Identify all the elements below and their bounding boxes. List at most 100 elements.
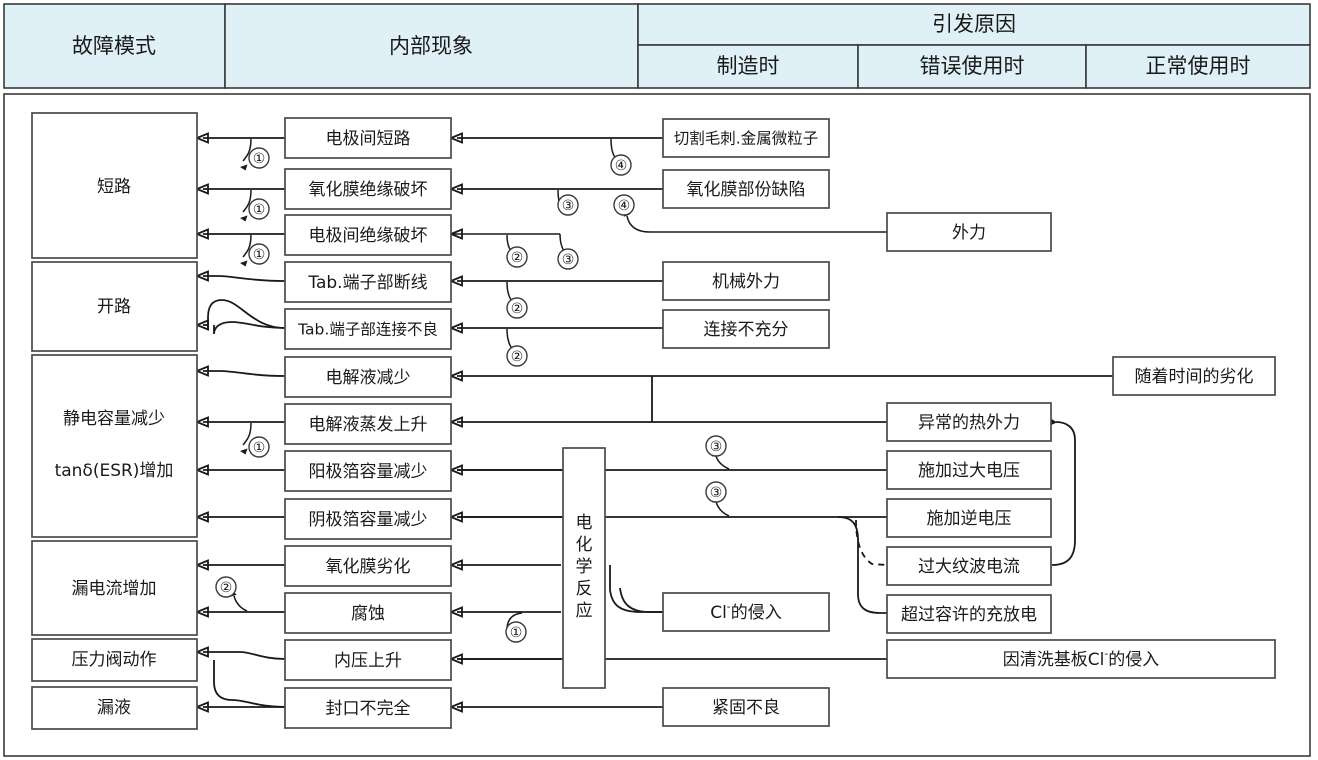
marker-3-c: ③: [705, 435, 727, 457]
label-electrochemical-reaction-char-2: 学: [576, 557, 593, 577]
marker-1-b-label: ①: [253, 202, 266, 218]
node-short-circuit[interactable]: [31, 112, 198, 259]
label-corrosion: 腐蚀: [351, 604, 385, 624]
label-cutting-burr-metal-particles: 切割毛刺.金属微粒子: [674, 130, 818, 148]
node-reverse-voltage-applied[interactable]: [886, 498, 1052, 538]
label-poor-tightening: 紧固不良: [712, 698, 780, 718]
flow-markers: ① ① ① ① ② ② ② ② ③ ③ ③ ③ ④ ④ ①: [215, 147, 727, 643]
label-oxide-film-partial-defect: 氧化膜部份缺陷: [687, 180, 806, 200]
node-poor-tightening[interactable]: [662, 687, 830, 727]
node-abnormal-thermal-force[interactable]: [886, 402, 1052, 442]
node-board-cleaning-cl-intrusion[interactable]: [886, 639, 1276, 679]
label-external-force: 外力: [952, 223, 986, 243]
header-label-cause-normal: 正常使用时: [1146, 54, 1251, 78]
marker-3-d-label: ③: [710, 485, 723, 501]
node-excessive-ripple-current[interactable]: [886, 546, 1052, 586]
label-electrochemical-reaction-char-1: 化: [576, 535, 593, 555]
label-cl-intrusion-sup: -: [727, 600, 731, 613]
causes-manufacturing-column: 切割毛刺.金属微粒子 氧化膜部份缺陷 机械外力 连接不充分 Cl-的侵入 紧固不…: [662, 118, 830, 727]
node-tab-terminal-wire-break[interactable]: [284, 261, 452, 303]
label-anode-foil-capacitance-decrease: 阳极箔容量减少: [309, 462, 428, 482]
node-incomplete-sealing[interactable]: [284, 687, 452, 729]
header-label-cause-manufacturing: 制造时: [717, 54, 780, 78]
header-label-causes-group: 引发原因: [932, 12, 1016, 36]
label-abnormal-thermal-force: 异常的热外力: [918, 413, 1020, 433]
node-inter-electrode-insulation-breakdown[interactable]: [284, 214, 452, 256]
node-cl-intrusion[interactable]: [662, 592, 830, 632]
label-short-circuit: 短路: [97, 177, 131, 197]
marker-3-c-label: ③: [710, 439, 723, 455]
label-tab-terminal-wire-break: Tab.端子部断线: [307, 273, 427, 293]
node-oxide-film-insulation-breakdown[interactable]: [284, 168, 452, 210]
internal-phenomena-column: 电极间短路 氧化膜绝缘破坏 电极间绝缘破坏 Tab.端子部断线 Tab.端子部连…: [284, 117, 452, 729]
label-over-allowed-charge-discharge: 超过容许的充放电: [901, 605, 1037, 625]
header-cell-internal-phenomena: [224, 3, 639, 89]
node-cathode-foil-capacitance-decrease[interactable]: [284, 498, 452, 540]
label-insufficient-connection: 连接不充分: [704, 320, 789, 340]
marker-2-b: ②: [506, 297, 528, 319]
label-electrolyte-decrease: 电解液减少: [326, 368, 411, 388]
node-electrolyte-decrease[interactable]: [284, 356, 452, 398]
node-corrosion[interactable]: [284, 592, 452, 634]
marker-1-a: ①: [248, 147, 270, 169]
node-insufficient-connection[interactable]: [662, 309, 830, 349]
header-label-cause-misuse: 错误使用时: [920, 54, 1025, 78]
marker-3-b-label: ③: [562, 252, 575, 268]
node-internal-pressure-rise[interactable]: [284, 639, 452, 681]
node-open-circuit[interactable]: [31, 261, 198, 352]
node-tab-terminal-poor-connection[interactable]: [284, 308, 452, 350]
node-inter-electrode-short[interactable]: [284, 117, 452, 159]
marker-2-d: ②: [215, 576, 237, 598]
label-liquid-leakage: 漏液: [97, 698, 131, 718]
label-oxide-film-degradation: 氧化膜劣化: [326, 557, 411, 577]
marker-1-b: ①: [248, 198, 270, 220]
label-inter-electrode-insulation-breakdown: 电极间绝缘破坏: [309, 226, 428, 246]
header-cell-cause-normal: [1085, 44, 1311, 89]
marker-2-a: ②: [506, 246, 528, 268]
header-label-failure-mode: 故障模式: [72, 34, 156, 58]
marker-4-b: ④: [613, 194, 635, 216]
node-capacitance-decrease[interactable]: [31, 354, 198, 538]
label-board-cleaning-cl-intrusion-post: 的侵入: [1108, 650, 1159, 670]
node-cutting-burr-metal-particles[interactable]: [662, 118, 830, 158]
node-oxide-film-partial-defect[interactable]: [662, 169, 830, 209]
marker-2-c: ②: [506, 345, 528, 367]
label-excessive-ripple-current: 过大纹波电流: [918, 557, 1020, 577]
electrochemical-reaction-group: 电 化 学 反 应: [562, 447, 606, 689]
label-electrolyte-evaporation-rise: 电解液蒸发上升: [309, 415, 428, 435]
header-cell-failure-mode: [3, 3, 226, 89]
label-electrochemical-reaction-char-0: 电: [576, 513, 593, 533]
marker-2-a-label: ②: [511, 250, 524, 266]
node-mechanical-external-force[interactable]: [662, 261, 830, 301]
label-degradation-over-time: 随着时间的劣化: [1135, 367, 1254, 387]
marker-1-e: ①: [505, 621, 527, 643]
marker-1-c: ①: [248, 243, 270, 265]
node-leakage-current-increase[interactable]: [31, 540, 198, 636]
node-over-allowed-charge-discharge[interactable]: [886, 594, 1052, 634]
marker-3-a-label: ③: [562, 198, 575, 214]
label-electrochemical-reaction-char-4: 应: [576, 601, 593, 621]
label-electrochemical-reaction-char-3: 反: [576, 579, 593, 599]
marker-2-b-label: ②: [511, 301, 524, 317]
label-oxide-film-insulation-breakdown: 氧化膜绝缘破坏: [309, 180, 428, 200]
marker-4-a: ④: [610, 154, 632, 176]
node-electrolyte-evaporation-rise[interactable]: [284, 403, 452, 445]
node-anode-foil-capacitance-decrease[interactable]: [284, 450, 452, 492]
label-cl-intrusion: Cl-的侵入: [710, 600, 782, 623]
label-capacitance-decrease-line1: 静电容量减少: [63, 409, 165, 429]
label-board-cleaning-cl-intrusion-sup: -: [1104, 647, 1108, 660]
node-excessive-voltage-applied[interactable]: [886, 450, 1052, 490]
marker-3-d: ③: [705, 481, 727, 503]
connector-lines: [194, 132, 1113, 713]
node-electrochemical-reaction[interactable]: [562, 447, 606, 689]
node-liquid-leakage[interactable]: [31, 686, 198, 730]
marker-3-b: ③: [557, 248, 579, 270]
node-pressure-valve-operation[interactable]: [31, 638, 198, 682]
node-external-force[interactable]: [886, 212, 1052, 252]
marker-2-d-label: ②: [220, 580, 233, 596]
node-degradation-over-time[interactable]: [1112, 356, 1276, 396]
label-leakage-current-increase: 漏电流增加: [72, 579, 157, 599]
node-oxide-film-degradation[interactable]: [284, 545, 452, 587]
marker-1-e-label: ①: [510, 625, 523, 641]
